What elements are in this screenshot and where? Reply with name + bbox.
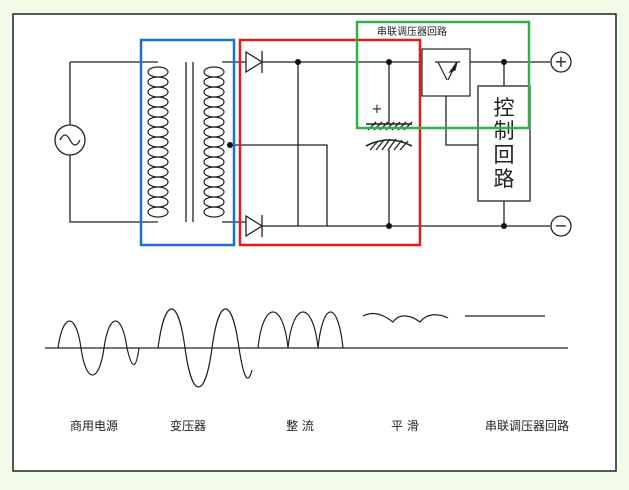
mains-waveform (57, 320, 140, 376)
minus-terminal-icon: − (550, 215, 572, 237)
control-label-4: 路 (494, 167, 515, 191)
ac-source-icon (54, 124, 86, 156)
diode-top-icon (245, 50, 264, 74)
transformer-highlight-box (139, 38, 236, 247)
rectified-waveform (257, 311, 344, 349)
transformer-waveform (157, 308, 253, 388)
junction-dots (227, 59, 507, 229)
control-circuit-box (477, 85, 531, 202)
stage-label-regulator: 串联调压器回路 (485, 418, 569, 433)
plus-terminal-icon: + (550, 51, 572, 73)
regulator-highlight-box (355, 20, 531, 130)
stage-label-transformer: 变压器 (170, 418, 206, 433)
capacitor-icon (365, 121, 413, 151)
capacitor-plus-label: + (372, 102, 383, 117)
stage-label-smooth: 平 滑 (391, 419, 419, 433)
minus-terminal-label: − (554, 216, 567, 235)
diagram-panel (12, 13, 617, 472)
stage-label-mains: 商用电源 (70, 418, 118, 433)
stage-label-rectify: 整 流 (286, 418, 314, 433)
transformer-secondary-coil-icon (203, 66, 225, 218)
diode-bottom-icon (245, 214, 264, 238)
control-label-2: 制 (494, 119, 515, 143)
transformer-primary-coil-icon (147, 61, 169, 223)
control-label-1: 控 (494, 96, 515, 120)
rectifier-highlight-box (238, 38, 422, 247)
control-label-3: 回 (494, 143, 515, 167)
transistor-icon (421, 48, 471, 97)
plus-terminal-label: + (554, 52, 567, 71)
regulator-box-label: 串联调压器回路 (377, 25, 447, 38)
smoothed-waveform (362, 312, 449, 323)
